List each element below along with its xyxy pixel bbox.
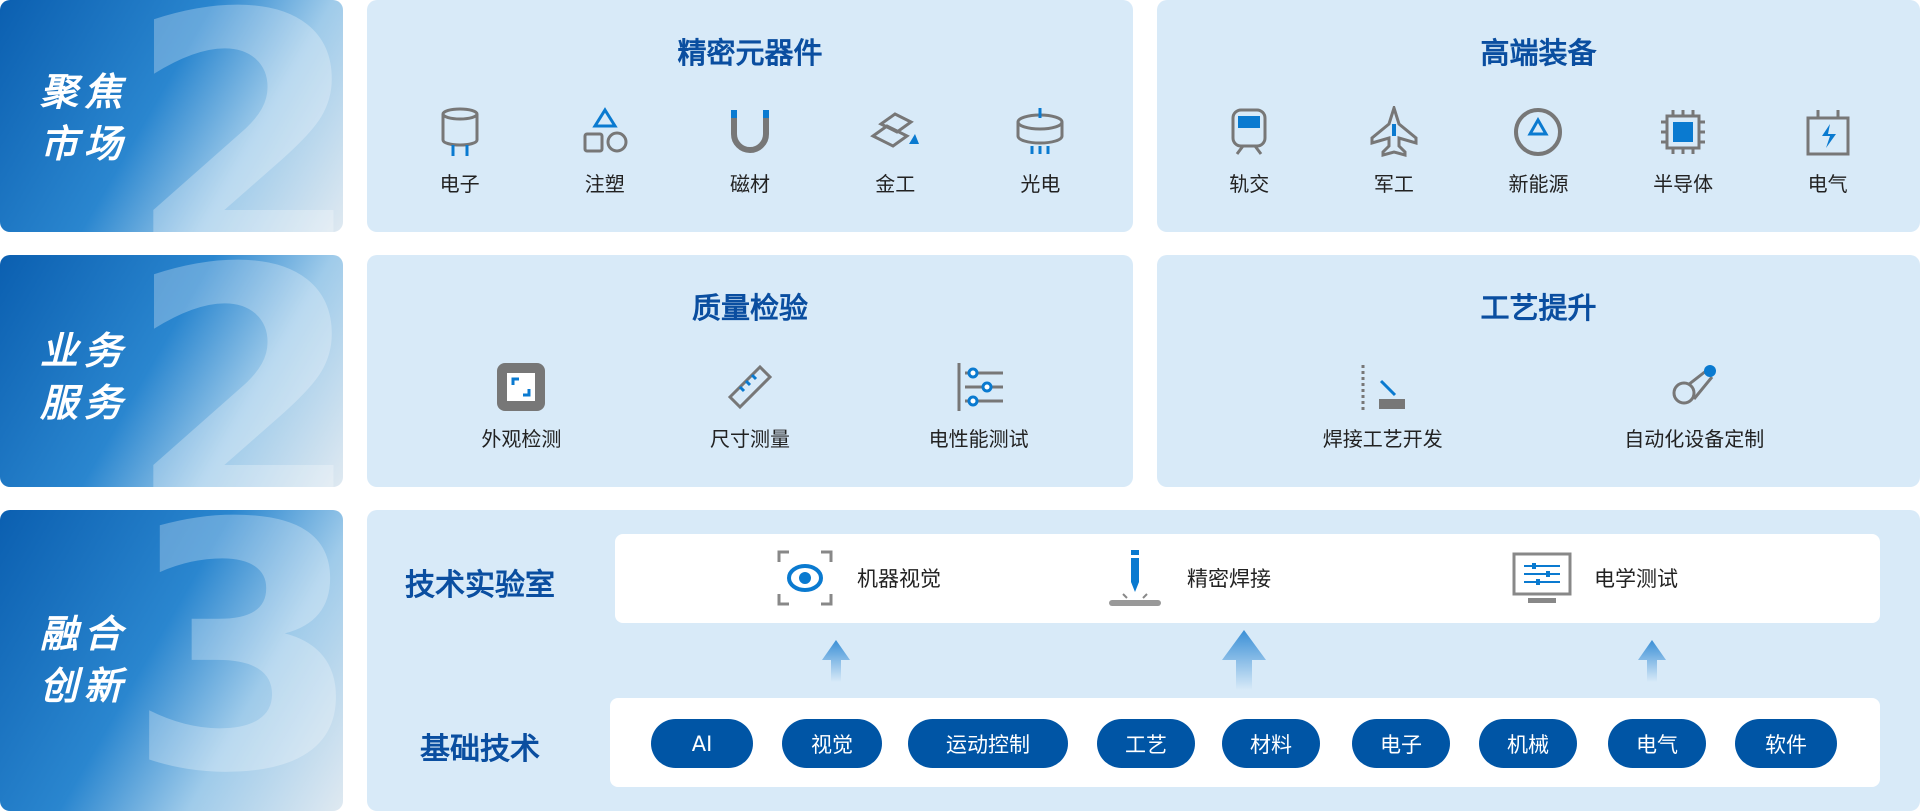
item-electrical[interactable]: 电气 <box>1755 106 1900 197</box>
pill-software[interactable]: 软件 <box>1735 719 1837 768</box>
base-section-title: 基础技术 <box>420 732 540 767</box>
laser-weld-icon <box>1109 550 1161 606</box>
panel-quality-inspection: 质量检验 外观检测 尺寸测量 电性能测试 <box>367 255 1133 487</box>
item-electrical-test[interactable]: 电性能测试 <box>879 361 1079 452</box>
item-label: 焊接工艺开发 <box>1322 427 1443 451</box>
item-label: 电子 <box>439 172 480 196</box>
pill-vision[interactable]: 视觉 <box>782 719 882 768</box>
pill-motion-control[interactable]: 运动控制 <box>908 719 1068 768</box>
item-military[interactable]: 军工 <box>1322 106 1467 197</box>
plug-bolt-icon <box>1806 110 1850 156</box>
item-label: 新能源 <box>1508 172 1569 196</box>
tile-label: 聚焦 <box>40 70 129 114</box>
item-label: 自动化设备定制 <box>1624 427 1765 451</box>
lab-label: 机器视觉 <box>857 567 941 591</box>
panel-process-improvement: 工艺提升 焊接工艺开发 自动化设备定制 <box>1157 255 1920 487</box>
item-label: 磁材 <box>730 172 770 196</box>
tile-label: 服务 <box>40 381 129 425</box>
train-icon <box>1231 108 1267 155</box>
panel-title: 高端装备 <box>1480 36 1597 70</box>
panel-title: 精密元器件 <box>677 36 823 70</box>
up-arrow-icon <box>1222 630 1266 690</box>
item-magnetic[interactable]: 磁材 <box>677 106 822 197</box>
panel-high-end-equipment: 高端装备 轨交 军工 新能源 半导体 电气 <box>1157 0 1920 232</box>
panel-title: 工艺提升 <box>1480 291 1597 325</box>
pill-electronics[interactable]: 电子 <box>1352 719 1450 768</box>
item-optoelectronic[interactable]: 光电 <box>968 106 1113 197</box>
item-label: 半导体 <box>1653 172 1714 196</box>
shapes-icon <box>583 107 628 153</box>
lab-label: 电学测试 <box>1594 567 1678 591</box>
robot-arm-icon <box>1672 365 1717 405</box>
pill-mechanical[interactable]: 机械 <box>1479 719 1577 768</box>
led-lens-icon <box>1016 108 1064 154</box>
lab-label: 精密焊接 <box>1187 567 1271 591</box>
magnet-icon <box>731 110 769 153</box>
item-label: 军工 <box>1373 172 1414 196</box>
tile-label: 市场 <box>40 122 129 166</box>
ruler-icon <box>727 364 773 410</box>
pill-materials[interactable]: 材料 <box>1222 719 1320 768</box>
lab-machine-vision[interactable]: 机器视觉 <box>775 548 941 608</box>
panel-title: 质量检验 <box>691 291 808 325</box>
welding-icon <box>1361 365 1405 411</box>
pill-process[interactable]: 工艺 <box>1097 719 1195 768</box>
item-label: 外观检测 <box>481 427 562 451</box>
jet-icon <box>1370 106 1418 157</box>
up-arrow-icon <box>1638 640 1666 682</box>
eye-scan-icon <box>777 550 833 606</box>
recycle-icon <box>1514 108 1563 156</box>
decor-2-icon: 2 <box>126 255 343 487</box>
tile-label: 创新 <box>40 664 129 708</box>
tile-business-service: 2 业务服务 <box>0 255 343 487</box>
item-electronics[interactable]: 电子 <box>387 106 532 197</box>
item-automation-equipment[interactable]: 自动化设备定制 <box>1584 361 1804 452</box>
item-dimension-measurement[interactable]: 尺寸测量 <box>650 361 850 452</box>
item-label: 轨交 <box>1229 172 1270 196</box>
lab-electrical-testing[interactable]: 电学测试 <box>1512 548 1678 608</box>
item-label: 光电 <box>1020 172 1061 196</box>
tile-fusion-innovation: 3 融合创新 <box>0 510 343 811</box>
item-label: 电气 <box>1807 172 1848 196</box>
ingots-icon <box>870 112 920 148</box>
item-injection[interactable]: 注塑 <box>532 106 677 197</box>
up-arrow-icon <box>822 640 850 682</box>
lab-section-title: 技术实验室 <box>405 568 555 603</box>
tile-label: 业务 <box>40 329 129 373</box>
capacitor-icon <box>441 107 479 156</box>
item-label: 注塑 <box>584 172 625 196</box>
inspection-frame-icon <box>497 363 546 411</box>
pill-electrical[interactable]: 电气 <box>1608 719 1706 768</box>
decor-2-icon: 2 <box>126 0 343 232</box>
tile-focus-market: 2 聚焦市场 <box>0 0 343 232</box>
decor-3-icon: 3 <box>126 510 343 811</box>
panel-precision-components: 精密元器件 电子 注塑 磁材 金工 光电 <box>367 0 1133 232</box>
item-welding-development[interactable]: 焊接工艺开发 <box>1273 361 1493 452</box>
chip-icon <box>1661 110 1706 154</box>
item-label: 金工 <box>875 172 916 196</box>
monitor-sliders-icon <box>1512 552 1572 603</box>
item-new-energy[interactable]: 新能源 <box>1466 106 1611 197</box>
item-label: 尺寸测量 <box>709 427 790 451</box>
item-semiconductor[interactable]: 半导体 <box>1611 106 1756 197</box>
lab-box <box>615 534 1880 623</box>
item-rail[interactable]: 轨交 <box>1177 106 1322 197</box>
item-metalwork[interactable]: 金工 <box>823 106 968 197</box>
lab-precision-welding[interactable]: 精密焊接 <box>1105 548 1271 608</box>
item-appearance-inspection[interactable]: 外观检测 <box>421 361 621 452</box>
sliders-icon <box>957 363 1003 411</box>
item-label: 电性能测试 <box>928 427 1029 451</box>
pill-ai[interactable]: AI <box>651 719 753 768</box>
tile-label: 融合 <box>40 612 129 656</box>
